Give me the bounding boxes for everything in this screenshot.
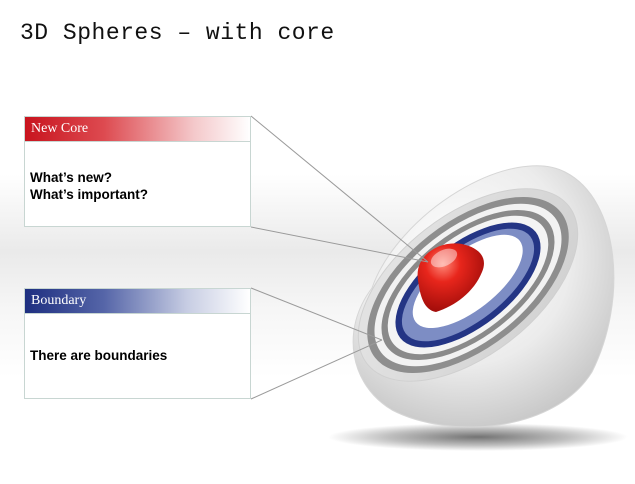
page-title: 3D Spheres – with core (20, 20, 335, 46)
boundary-heading: Boundary (25, 289, 250, 314)
core-connector-top (250, 115, 429, 263)
new-core-line: What’s new? (30, 170, 113, 185)
boundary-text: There are boundaries (25, 314, 250, 364)
new-core-line: What’s important? (30, 187, 148, 202)
new-core-heading: New Core (25, 117, 250, 142)
boundary-box: Boundary There are boundaries (24, 288, 251, 399)
boundary-line: There are boundaries (30, 348, 168, 363)
core-connector-bottom (250, 226, 429, 263)
new-core-text: What’s new? What’s important? (25, 142, 250, 203)
boundary-connector-bottom (250, 339, 383, 400)
boundary-connector-top (250, 287, 383, 341)
red-core (417, 243, 484, 312)
sphere-shadow (328, 423, 628, 451)
new-core-box: New Core What’s new? What’s important? (24, 116, 251, 227)
